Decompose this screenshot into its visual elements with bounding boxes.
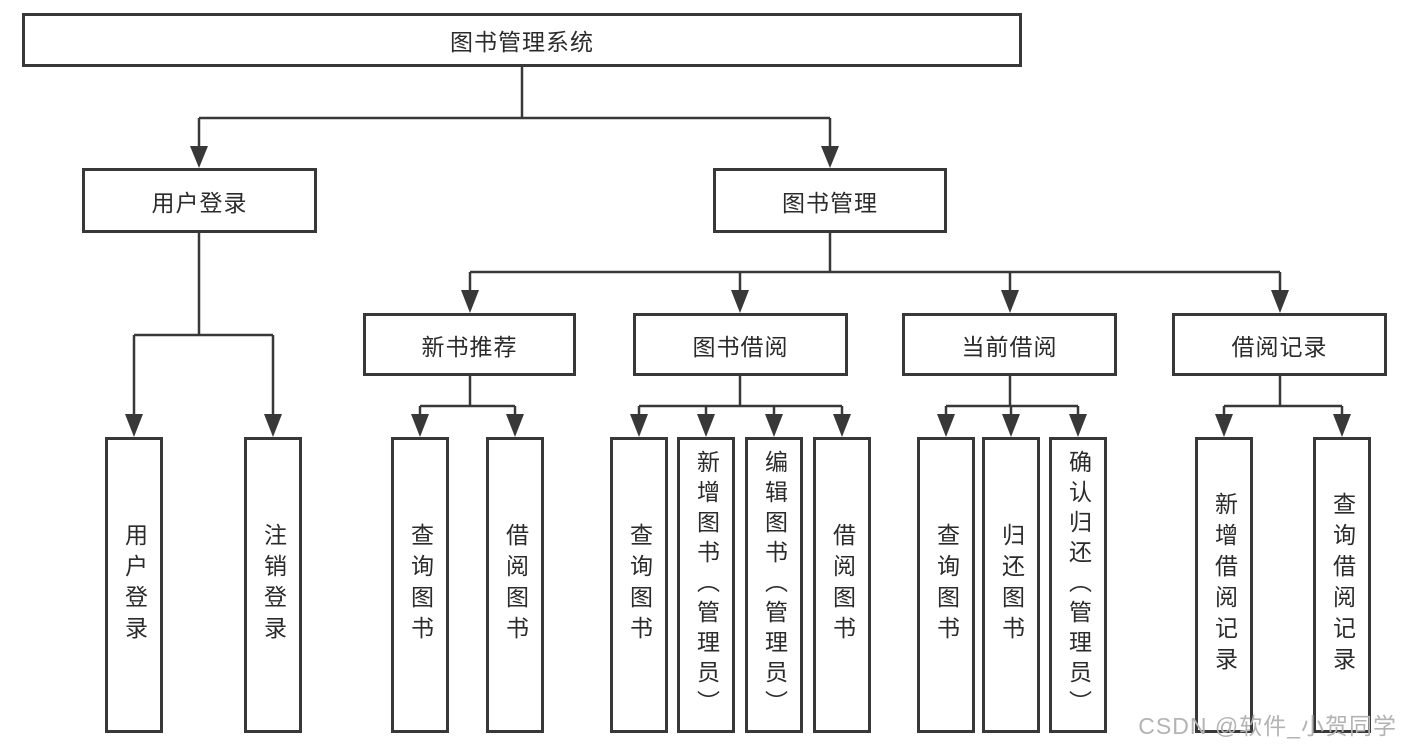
node-user-login-branch: 用户登录 (82, 168, 317, 233)
node-current-return-books-label: 归还图书 (998, 523, 1025, 647)
node-logout-leaf-label: 注销登录 (260, 523, 287, 647)
node-user-login-leaf: 用户登录 (105, 437, 163, 733)
node-borrow-borrow-books-label: 借阅图书 (829, 523, 856, 647)
node-user-login-leaf-label: 用户登录 (121, 523, 148, 647)
arrowhead-icons (125, 146, 1351, 437)
node-current-confirm-return-admin-label: 确认归还（管理员） (1065, 450, 1092, 720)
node-newrec-borrow-books-label: 借阅图书 (502, 523, 529, 647)
node-system-root-label: 图书管理系统 (450, 29, 594, 55)
node-new-book-recommend: 新书推荐 (363, 313, 576, 376)
node-borrowing-records-label: 借阅记录 (1231, 333, 1328, 360)
node-borrow-add-books-admin: 新增图书（管理员） (677, 437, 735, 733)
node-borrow-borrow-books: 借阅图书 (813, 437, 871, 733)
node-system-root: 图书管理系统 (22, 13, 1022, 67)
node-current-borrowing-label: 当前借阅 (961, 333, 1058, 360)
node-new-book-recommend-label: 新书推荐 (421, 333, 518, 360)
node-current-query-books: 查询图书 (917, 437, 975, 733)
node-records-add-record-label: 新增借阅记录 (1211, 492, 1238, 678)
node-book-management: 图书管理 (713, 168, 947, 233)
node-newrec-borrow-books: 借阅图书 (486, 437, 544, 733)
node-current-borrowing: 当前借阅 (902, 313, 1117, 376)
node-current-return-books: 归还图书 (982, 437, 1040, 733)
node-borrow-edit-books-admin: 编辑图书（管理员） (745, 437, 803, 733)
node-borrow-query-books-label: 查询图书 (626, 523, 653, 647)
node-borrow-query-books: 查询图书 (610, 437, 668, 733)
node-newrec-query-books-label: 查询图书 (407, 523, 434, 647)
node-borrow-add-books-admin-label: 新增图书（管理员） (693, 450, 720, 720)
node-records-query-record-label: 查询借阅记录 (1329, 492, 1356, 678)
node-user-login-branch-label: 用户登录 (151, 189, 248, 216)
node-records-query-record: 查询借阅记录 (1313, 437, 1371, 733)
node-borrow-edit-books-admin-label: 编辑图书（管理员） (761, 450, 788, 720)
node-records-add-record: 新增借阅记录 (1195, 437, 1253, 733)
node-current-query-books-label: 查询图书 (933, 523, 960, 647)
csdn-watermark: CSDN @软件_小贺同学 (1138, 713, 1397, 739)
node-newrec-query-books: 查询图书 (391, 437, 449, 733)
node-book-borrowing-label: 图书借阅 (692, 333, 789, 360)
node-book-borrowing: 图书借阅 (633, 313, 848, 376)
node-logout-leaf: 注销登录 (244, 437, 302, 733)
node-current-confirm-return-admin: 确认归还（管理员） (1049, 437, 1107, 733)
node-book-management-label: 图书管理 (782, 189, 878, 216)
node-borrowing-records: 借阅记录 (1172, 313, 1387, 376)
